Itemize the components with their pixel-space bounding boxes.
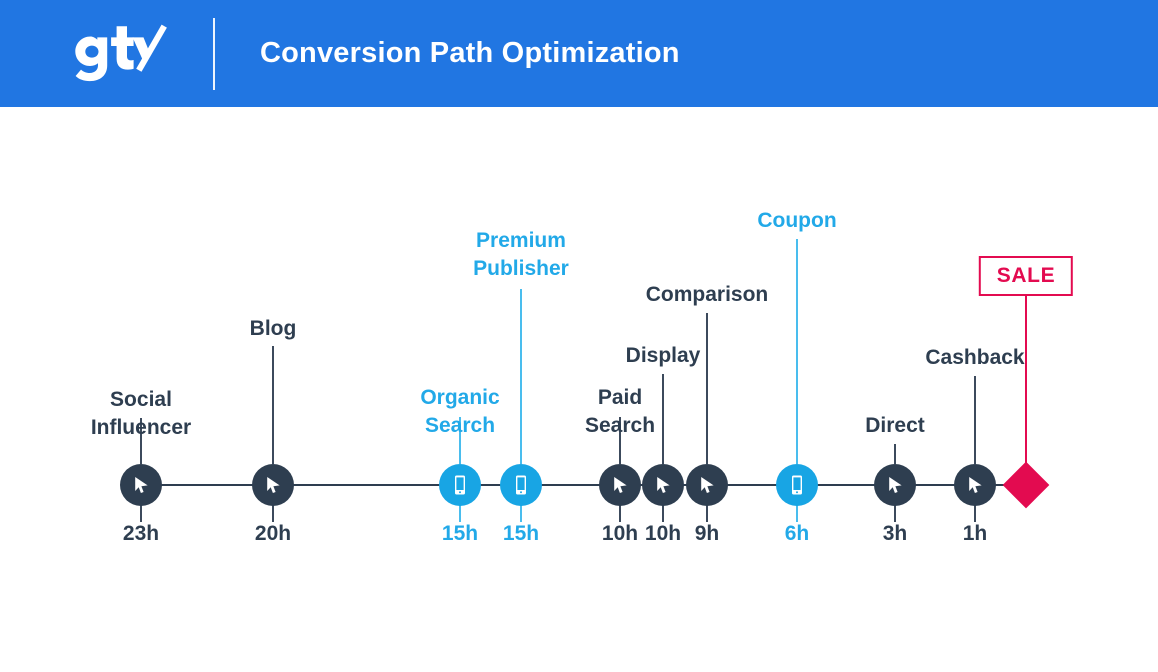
node-label: Organic Search [420, 386, 500, 437]
timeline-node-direct[interactable] [874, 464, 916, 506]
node-connector-line [662, 374, 664, 464]
node-connector-line [459, 417, 461, 464]
node-connector-line [272, 346, 274, 464]
timeline-node-paid-search[interactable] [599, 464, 641, 506]
mobile-icon [511, 474, 531, 496]
node-connector-line [796, 239, 798, 464]
timeline-node-display[interactable] [642, 464, 684, 506]
node-label: Premium Publisher [473, 229, 569, 280]
node-tick-line [520, 505, 522, 522]
cursor-icon [965, 475, 985, 495]
node-tick-line [272, 505, 274, 522]
timeline-node-social-influencer[interactable] [120, 464, 162, 506]
node-hour-label: 15h [502, 522, 540, 545]
node-label: Direct [865, 414, 925, 437]
node-hour-label: 10h [601, 522, 639, 545]
page-title: Conversion Path Optimization [260, 37, 680, 69]
node-connector-line [1025, 296, 1027, 469]
timeline-node-premium-publisher[interactable] [500, 464, 542, 506]
node-hour-label: 10h [644, 522, 682, 545]
node-tick-line [894, 505, 896, 522]
timeline-node-comparison[interactable] [686, 464, 728, 506]
timeline-node-organic-search[interactable] [439, 464, 481, 506]
conversion-path-timeline: Social Influencer 23h Blog 20h Organic Searc… [0, 107, 1158, 672]
node-label: Coupon [757, 209, 837, 232]
node-label: Social Influencer [90, 388, 192, 439]
cursor-icon [263, 475, 283, 495]
node-connector-line [974, 376, 976, 464]
sale-badge: SALE [978, 256, 1074, 296]
node-label: Cashback [925, 346, 1025, 369]
node-tick-line [459, 505, 461, 522]
node-connector-line [894, 444, 896, 464]
node-hour-label: 23h [122, 522, 160, 545]
node-tick-line [974, 505, 976, 522]
node-tick-line [662, 505, 664, 522]
node-label: Display [625, 344, 701, 367]
node-label: Comparison [645, 283, 769, 306]
node-tick-line [796, 505, 798, 522]
node-connector-line [706, 313, 708, 464]
node-label: Blog [249, 317, 297, 340]
header-divider [213, 18, 215, 90]
node-label: Paid Search [584, 386, 656, 437]
diamond-icon[interactable] [1002, 461, 1050, 509]
node-tick-line [619, 505, 621, 522]
cursor-icon [697, 475, 717, 495]
cursor-icon [610, 475, 630, 495]
mobile-icon [787, 474, 807, 496]
node-tick-line [140, 505, 142, 522]
gtv-logo [66, 20, 176, 86]
cursor-icon [885, 475, 905, 495]
cursor-icon [131, 475, 151, 495]
node-tick-line [706, 505, 708, 522]
timeline-axis [124, 484, 1024, 486]
node-hour-label: 9h [694, 522, 720, 545]
timeline-node-coupon[interactable] [776, 464, 818, 506]
node-hour-label: 20h [254, 522, 292, 545]
mobile-icon [450, 474, 470, 496]
node-connector-line [140, 418, 142, 464]
node-hour-label: 6h [784, 522, 810, 545]
node-hour-label: 15h [441, 522, 479, 545]
cursor-icon [653, 475, 673, 495]
node-hour-label: 1h [962, 522, 988, 545]
timeline-node-blog[interactable] [252, 464, 294, 506]
node-connector-line [520, 289, 522, 464]
timeline-node-cashback[interactable] [954, 464, 996, 506]
node-hour-label: 3h [882, 522, 908, 545]
node-connector-line [619, 417, 621, 464]
header-bar: Conversion Path Optimization [0, 0, 1158, 107]
